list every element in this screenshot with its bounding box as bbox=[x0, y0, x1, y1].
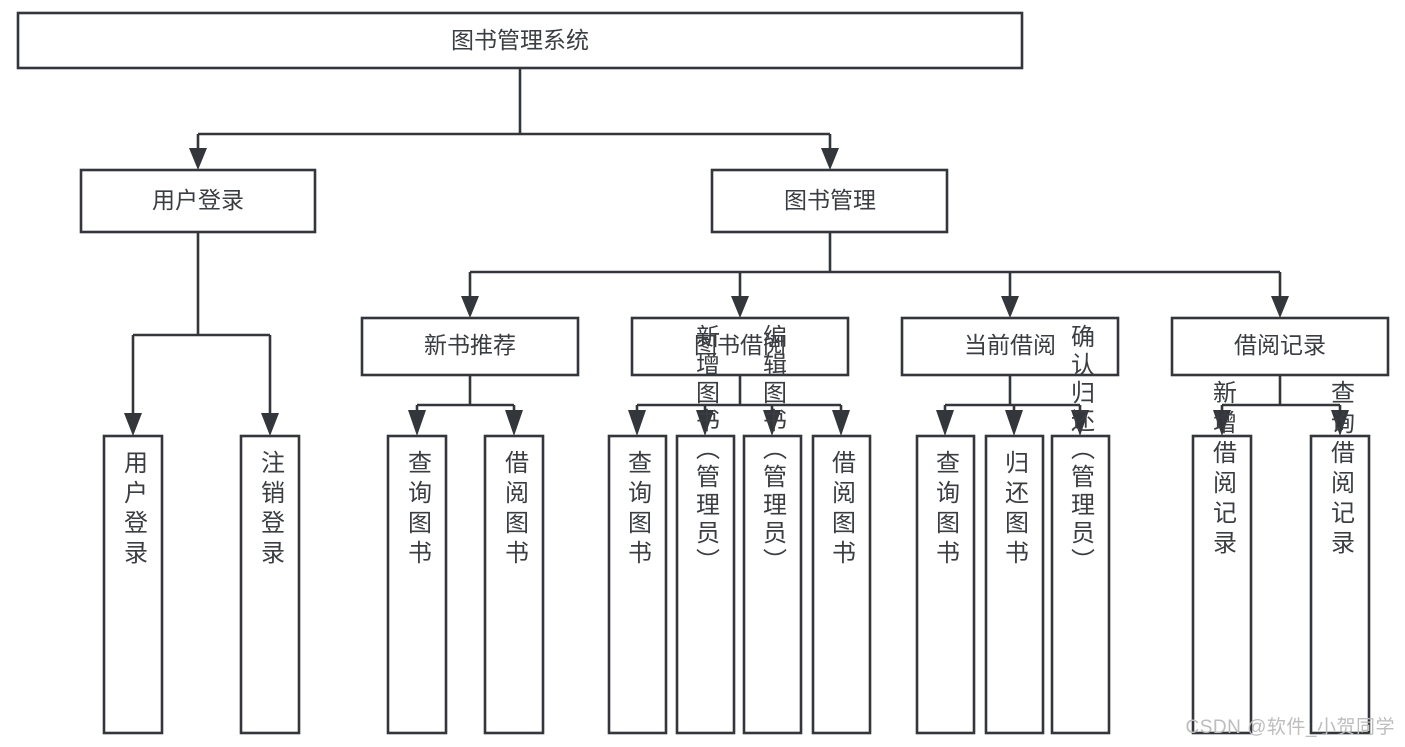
node-user-login-label: 用户登录 bbox=[152, 187, 244, 213]
leaf-current-borrow-1-label: 查询图书 bbox=[932, 450, 960, 570]
leaf-user-login-1-box[interactable] bbox=[102, 434, 164, 735]
node-new-book-recommend[interactable]: 新书推荐 bbox=[360, 316, 580, 377]
leaf-new-book-2-label: 借阅图书 bbox=[501, 450, 529, 570]
leaf-book-borrow-1-box[interactable] bbox=[607, 434, 668, 735]
leaf-user-login-2-label: 注销登录 bbox=[257, 450, 285, 570]
node-current-borrow-label: 当前借阅 bbox=[964, 332, 1056, 358]
node-root[interactable]: 图书管理系统 bbox=[16, 11, 1024, 70]
leaf-book-borrow-4[interactable]: 借阅图书 bbox=[811, 434, 872, 735]
leaf-current-borrow-3-label: 确认归还（管理员） bbox=[1067, 324, 1095, 576]
node-new-book-recommend-box[interactable] bbox=[360, 316, 580, 377]
arrow-newbook-leaf-2-icon bbox=[505, 410, 523, 436]
leaf-new-book-1-label: 查询图书 bbox=[404, 450, 432, 570]
leaf-book-borrow-2[interactable]: 新增图书（管理员） bbox=[675, 324, 736, 735]
arrow-root-to-userlogin-icon bbox=[189, 148, 207, 170]
node-book-management-label: 图书管理 bbox=[784, 187, 876, 213]
arrow-borrow-leaf-3-icon bbox=[763, 410, 781, 436]
arrow-root-to-bookmgmt-icon bbox=[821, 148, 839, 170]
arrow-newbook-leaf-1-icon bbox=[408, 410, 426, 436]
arrow-record-leaf-2-icon bbox=[1331, 410, 1349, 436]
arrow-current-leaf-3-icon bbox=[1071, 410, 1089, 436]
nodes-layer: 图书管理系统 用户登录 图书管理 新书推荐 图书借阅 当前 bbox=[16, 11, 1390, 735]
node-book-management-box[interactable] bbox=[710, 168, 949, 234]
arrow-record-leaf-1-icon bbox=[1213, 410, 1231, 436]
leaf-current-borrow-1[interactable]: 查询图书 bbox=[915, 434, 976, 735]
edges-layer bbox=[124, 68, 1349, 436]
leaf-new-book-1-box[interactable] bbox=[386, 434, 448, 735]
node-book-borrow[interactable]: 图书借阅 bbox=[630, 316, 850, 377]
arrow-borrow-leaf-4-icon bbox=[832, 410, 850, 436]
leaf-book-borrow-2-label: 新增图书（管理员） bbox=[692, 324, 720, 576]
node-borrow-record[interactable]: 借阅记录 bbox=[1170, 316, 1390, 377]
leaf-current-borrow-2-box[interactable] bbox=[984, 434, 1045, 735]
arrow-bookmgmt-to-current-icon bbox=[1001, 296, 1019, 318]
leaf-book-borrow-3[interactable]: 编辑图书（管理员） bbox=[742, 324, 803, 735]
node-book-borrow-box[interactable] bbox=[630, 316, 850, 377]
leaf-book-borrow-1-label: 查询图书 bbox=[624, 450, 652, 570]
leaf-borrow-record-2[interactable]: 查询借阅记录 bbox=[1309, 380, 1371, 735]
arrow-bookmgmt-to-borrow-icon bbox=[731, 296, 749, 318]
leaf-user-login-2-box[interactable] bbox=[239, 434, 301, 735]
leaf-current-borrow-3-box[interactable] bbox=[1050, 434, 1111, 735]
leaf-current-borrow-2[interactable]: 归还图书 bbox=[984, 434, 1045, 735]
leaf-current-borrow-1-box[interactable] bbox=[915, 434, 976, 735]
leaf-book-borrow-1[interactable]: 查询图书 bbox=[607, 434, 668, 735]
node-user-login[interactable]: 用户登录 bbox=[79, 168, 317, 234]
csdn-watermark: CSDN @软件_小贺同学 bbox=[1185, 717, 1395, 738]
leaf-book-borrow-3-label: 编辑图书（管理员） bbox=[759, 324, 787, 576]
leaf-user-login-1[interactable]: 用户登录 bbox=[102, 434, 164, 735]
leaf-new-book-2-box[interactable] bbox=[483, 434, 545, 735]
leaf-current-borrow-2-label: 归还图书 bbox=[1001, 450, 1029, 570]
arrow-userlogin-leaf-2-icon bbox=[261, 413, 279, 436]
leaf-new-book-2[interactable]: 借阅图书 bbox=[483, 434, 545, 735]
leaf-current-borrow-3[interactable]: 确认归还（管理员） bbox=[1050, 324, 1111, 735]
node-current-borrow[interactable]: 当前借阅 bbox=[900, 316, 1120, 377]
leaf-user-login-2[interactable]: 注销登录 bbox=[239, 434, 301, 735]
leaf-book-borrow-4-label: 借阅图书 bbox=[828, 450, 856, 570]
node-root-label: 图书管理系统 bbox=[451, 27, 589, 53]
arrow-userlogin-leaf-1-icon bbox=[124, 413, 142, 436]
leaf-borrow-record-1[interactable]: 新增借阅记录 bbox=[1191, 380, 1253, 735]
node-user-login-box[interactable] bbox=[79, 168, 317, 234]
node-new-book-recommend-label: 新书推荐 bbox=[424, 332, 516, 358]
leaf-borrow-record-2-label: 查询借阅记录 bbox=[1327, 380, 1355, 560]
leaf-book-borrow-4-box[interactable] bbox=[811, 434, 872, 735]
leaf-book-borrow-3-box[interactable] bbox=[742, 434, 803, 735]
leaf-book-borrow-2-box[interactable] bbox=[675, 434, 736, 735]
arrow-bookmgmt-to-newbook-icon bbox=[461, 296, 479, 318]
node-current-borrow-box[interactable] bbox=[900, 316, 1120, 377]
leaf-borrow-record-1-label: 新增借阅记录 bbox=[1209, 380, 1237, 560]
leaf-borrow-record-2-box[interactable] bbox=[1309, 434, 1371, 735]
node-book-borrow-label: 图书借阅 bbox=[694, 332, 786, 358]
arrow-borrow-leaf-2-icon bbox=[696, 410, 714, 436]
arrow-current-leaf-1-icon bbox=[936, 410, 954, 436]
leaf-borrow-record-1-box[interactable] bbox=[1191, 434, 1253, 735]
node-borrow-record-label: 借阅记录 bbox=[1234, 332, 1326, 358]
node-book-management[interactable]: 图书管理 bbox=[710, 168, 949, 234]
node-root-box[interactable] bbox=[16, 11, 1024, 70]
arrow-bookmgmt-to-record-icon bbox=[1271, 296, 1289, 318]
arrow-current-leaf-2-icon bbox=[1005, 410, 1023, 436]
leaf-new-book-1[interactable]: 查询图书 bbox=[386, 434, 448, 735]
node-borrow-record-box[interactable] bbox=[1170, 316, 1390, 377]
leaf-user-login-1-label: 用户登录 bbox=[120, 450, 148, 570]
arrow-borrow-leaf-1-icon bbox=[628, 410, 646, 436]
